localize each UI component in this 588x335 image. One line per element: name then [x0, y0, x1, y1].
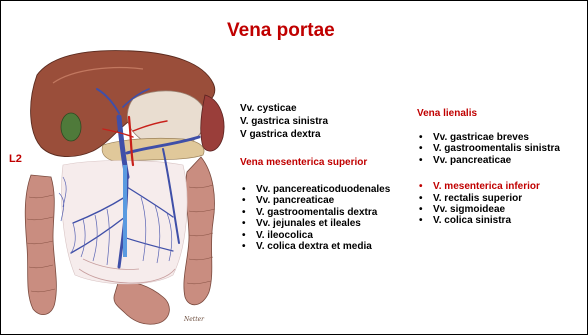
- list-item: V. colica dextra et media: [240, 241, 390, 253]
- lienalis-heading: Vena lienalis: [417, 108, 478, 119]
- small-intestine-drawing: [78, 258, 176, 284]
- mesenterica-superior-list: Vv. pancereaticoduodenales Vv. pancreati…: [240, 184, 390, 253]
- lienalis-section: Vena lienalis Vv. gastricae breves V. ga…: [417, 107, 560, 227]
- list-item: V. ileocolica: [240, 230, 390, 242]
- lienalis-list: Vv. gastricae breves V. gastroomentalis …: [417, 132, 560, 167]
- mesenterica-superior-heading: Vena mesenterica superior: [240, 157, 368, 168]
- pancreas-drawing: [101, 137, 205, 162]
- mesenterica-inferior-heading: V. mesenterica inferior: [417, 181, 560, 193]
- mesenterica-superior-section: Vena mesenterica superior Vv. pancereati…: [240, 156, 390, 253]
- list-item: Vv. pancreaticae: [417, 155, 560, 167]
- list-item: V. rectalis superior: [417, 193, 560, 205]
- artery-drawing: [102, 115, 168, 167]
- colon-drawing: [24, 156, 215, 325]
- tributary-item: V. gastrica sinistra: [240, 116, 329, 127]
- tributaries-top-list: Vv. cysticae V. gastrica sinistra V gast…: [240, 102, 328, 141]
- vertebral-level-label: L2: [9, 153, 22, 165]
- list-item: Vv. jejunales et ileales: [240, 218, 390, 230]
- slide-title: Vena portae: [227, 20, 335, 41]
- list-item: V. gastroomentalis sinistra: [417, 143, 560, 155]
- list-item: Vv. pancereaticoduodenales: [240, 184, 390, 196]
- list-item: Vv. sigmoideae: [417, 204, 560, 216]
- abdominal-veins-illustration: [24, 50, 225, 325]
- list-item: Vv. gastricae breves: [417, 132, 560, 144]
- list-item: Vv. pancreaticae: [240, 195, 390, 207]
- illustrator-signature: Netter: [184, 316, 205, 323]
- list-item: V. gastroomentalis dextra: [240, 207, 390, 219]
- mesenterica-inferior-list: V. mesenterica inferior V. rectalis supe…: [417, 181, 560, 227]
- tributary-item: Vv. cysticae: [240, 103, 297, 114]
- colon-haustra: [26, 184, 216, 293]
- list-item: V. colica sinistra: [417, 215, 560, 227]
- mesenteric-arcades-drawing: [58, 176, 173, 266]
- tributary-item: V gastrica dextra: [240, 129, 321, 140]
- gallbladder-drawing: [60, 112, 82, 142]
- spleen-drawing: [200, 94, 225, 152]
- vena-cava-drawing: [123, 165, 127, 257]
